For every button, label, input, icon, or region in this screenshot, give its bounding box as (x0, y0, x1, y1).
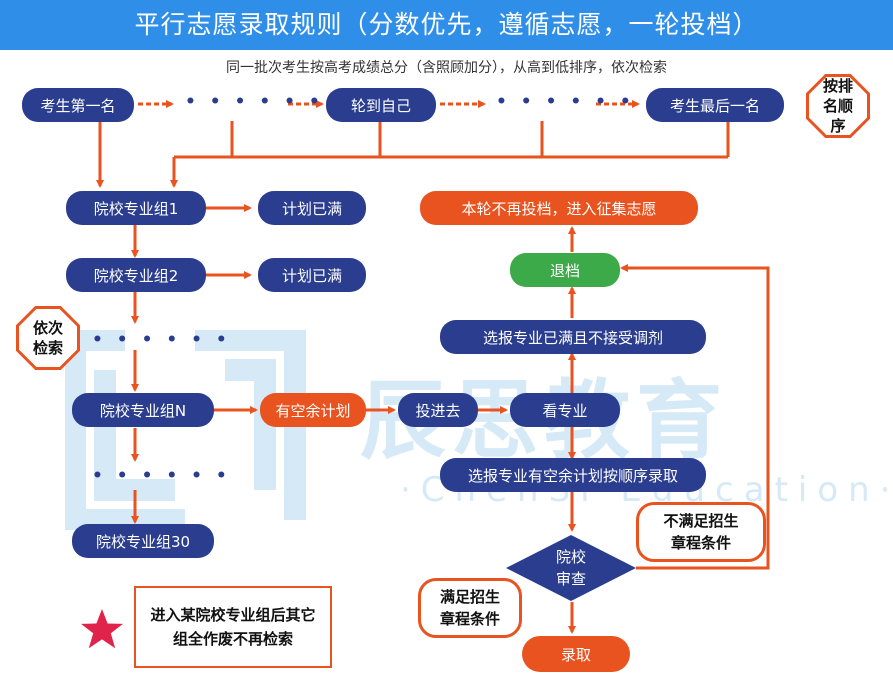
node-plan-full-2: 计划已满 (258, 258, 366, 292)
node-submit: 投进去 (398, 393, 478, 427)
node-first-candidate: 考生第一名 (22, 88, 134, 122)
review-label: 院校审查 (555, 548, 586, 588)
node-group-1: 院校专业组1 (66, 191, 206, 225)
node-group-30: 院校专业组30 (72, 524, 214, 558)
node-has-vacancy: 有空余计划 (260, 393, 366, 427)
node-withdraw: 退档 (510, 253, 620, 287)
node-group-n: 院校专业组N (72, 393, 214, 427)
node-own-turn: 轮到自己 (326, 88, 436, 122)
node-admitted: 录取 (522, 636, 630, 672)
search-order-badge: 依次检索 (16, 306, 80, 370)
ellipsis-top-left: • • • • • • (185, 92, 324, 112)
label-fails-requirements: 不满足招生章程条件 (636, 502, 766, 562)
note-box: 进入某院校专业组后其它组全作废不再检索 (134, 586, 332, 668)
label-meets-requirements: 满足招生章程条件 (418, 578, 522, 638)
search-order-label: 依次检索 (19, 309, 77, 367)
node-school-review: 院校审查 (506, 535, 636, 601)
ellipsis-groups-upper: • • • • • • (92, 330, 231, 350)
rank-order-label: 按排名顺序 (809, 77, 867, 135)
node-major-full-no-adjust: 选报专业已满且不接受调剂 (440, 320, 706, 354)
star-icon (81, 609, 123, 649)
fails-text: 不满足招生章程条件 (663, 512, 739, 552)
note-text: 进入某院校专业组后其它组全作废不再检索 (150, 606, 316, 648)
ellipsis-groups-lower: • • • • • • (92, 466, 231, 486)
subtitle: 同一批次考生按高考成绩总分（含照顾加分），从高到低排序，依次检索 (226, 60, 667, 76)
node-group-2: 院校专业组2 (66, 258, 206, 292)
node-admit-in-order: 选报专业有空余计划按顺序录取 (440, 458, 706, 492)
page-title: 平行志愿录取规则（分数优先，遵循志愿，一轮投档） (0, 0, 893, 50)
node-no-more-rounds: 本轮不再投档，进入征集志愿 (420, 191, 698, 225)
node-look-major: 看专业 (510, 393, 620, 427)
ellipsis-top-right: • • • • • • (496, 92, 635, 112)
meets-text: 满足招生章程条件 (439, 588, 500, 628)
rank-order-badge: 按排名顺序 (806, 74, 870, 138)
node-plan-full-1: 计划已满 (258, 191, 366, 225)
review-diamond-icon (506, 535, 636, 601)
node-last-candidate: 考生最后一名 (646, 88, 784, 122)
